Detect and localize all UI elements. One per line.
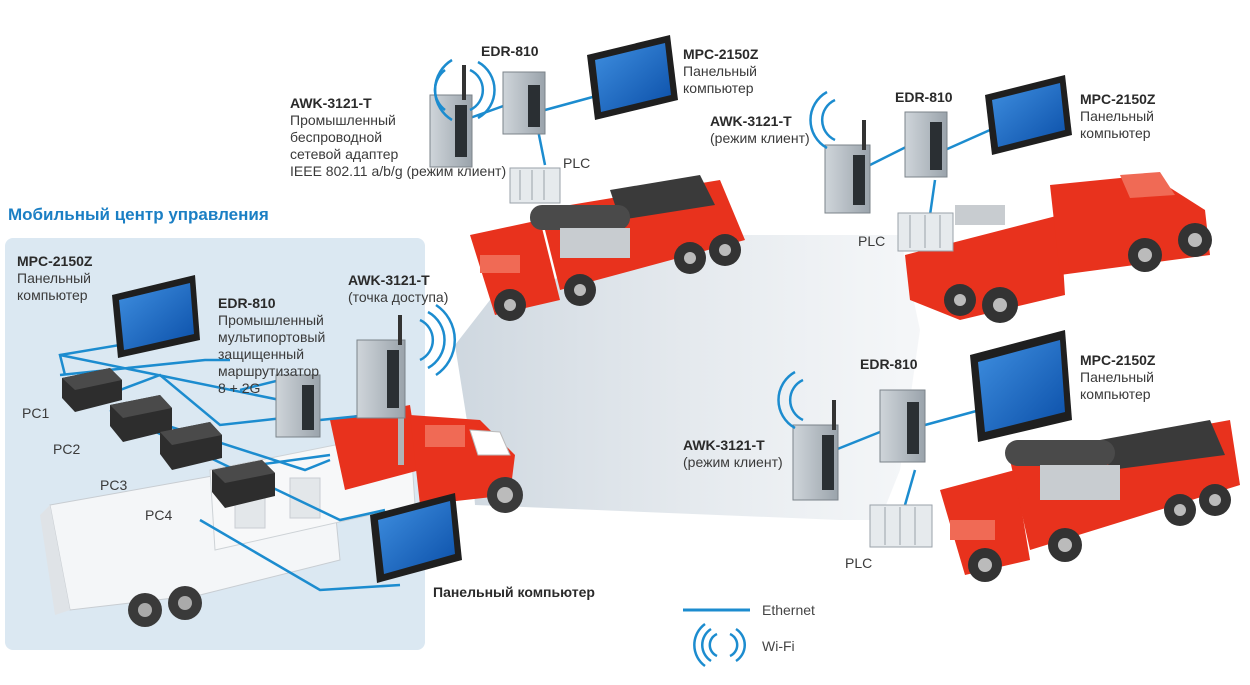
cc-awk-name: AWK-3121-T	[348, 272, 430, 288]
right-top-awk-device	[824, 120, 871, 214]
right-bottom-plc-device	[869, 504, 933, 548]
wifi-icon	[419, 303, 457, 377]
pc2-label: PC2	[53, 441, 81, 457]
top-site-plc-device	[509, 167, 561, 204]
top-site-plc-label: PLC	[563, 155, 591, 171]
right-bottom-edr-label: EDR-810	[860, 356, 918, 373]
right-bottom-awk-label: AWK-3121-T (режим клиент)	[683, 437, 783, 471]
cc-edr-desc-3: защищенный	[218, 346, 305, 362]
top-site-edr-device	[502, 71, 546, 135]
legend-wifi-icon	[693, 622, 746, 668]
right-bottom-edr-device	[879, 389, 926, 463]
ethernet-link	[903, 469, 917, 506]
pc2-box	[110, 395, 172, 442]
control-center-edr-device	[275, 374, 321, 438]
pc1-box	[62, 368, 122, 412]
top-site-mpc-name: MPC-2150Z	[683, 46, 759, 62]
pc3-label: PC3	[100, 477, 128, 493]
top-site-mpc-monitor	[587, 35, 678, 120]
cc-edr-label: EDR-810 Промышленный мультипортовый защи…	[218, 295, 325, 397]
cc-edr-desc-5: 8 + 2G	[218, 380, 261, 396]
right-top-mpc-desc-1: Панельный	[1080, 108, 1154, 124]
ethernet-link	[944, 128, 991, 152]
right-bottom-edr-name: EDR-810	[860, 356, 918, 372]
ethernet-link	[199, 518, 401, 592]
top-site-mpc-desc-1: Панельный	[683, 63, 757, 79]
legend-wifi-label: Wi-Fi	[762, 638, 795, 654]
truck-top	[470, 175, 745, 321]
truck-right-top	[905, 172, 1212, 323]
wifi-icon	[433, 58, 496, 122]
right-top-edr-device	[904, 111, 948, 178]
top-site-awk-desc-3: сетевой адаптер	[290, 146, 399, 162]
cc-mpc-name: MPC-2150Z	[17, 253, 93, 269]
ethernet-link	[869, 143, 911, 167]
right-bottom-mpc-label: MPC-2150Z Панельный компьютер	[1080, 352, 1155, 403]
pc4-label: PC4	[145, 507, 173, 523]
ethernet-link	[834, 428, 886, 452]
cc-mpc-desc-1: Панельный	[17, 270, 91, 286]
top-site-awk-desc-2: беспроводной	[290, 129, 383, 145]
pc3-box	[160, 422, 222, 470]
right-top-plc-device	[897, 212, 954, 252]
cc-panel-pc-label: Панельный компьютер	[433, 584, 595, 600]
right-top-plc-label: PLC	[858, 233, 886, 249]
ethernet-link	[119, 373, 311, 427]
ethernet-link	[544, 93, 601, 112]
right-top-mpc-monitor	[985, 75, 1072, 155]
control-center-panel-pc-monitor	[370, 493, 462, 583]
control-center-title: Мобильный центр управления	[8, 205, 269, 224]
cc-edr-desc-1: Промышленный	[218, 312, 324, 328]
top-site-edr-label: EDR-810	[481, 43, 539, 60]
right-top-edr-name: EDR-810	[895, 89, 953, 105]
pc1-label: PC1	[22, 405, 50, 421]
top-site-awk-desc-1: Промышленный	[290, 112, 396, 128]
right-bottom-mpc-desc-1: Панельный	[1080, 369, 1154, 385]
legend-ethernet-label: Ethernet	[762, 602, 815, 618]
control-center-mpc-monitor	[112, 275, 200, 358]
right-bottom-mpc-monitor	[970, 330, 1072, 442]
right-top-mpc-desc-2: компьютер	[1080, 125, 1151, 141]
right-top-edr-label: EDR-810	[895, 89, 953, 106]
right-bottom-mpc-desc-2: компьютер	[1080, 386, 1151, 402]
right-bottom-awk-desc: (режим клиент)	[683, 454, 783, 470]
cc-edr-desc-2: мультипортовый	[218, 329, 326, 345]
right-bottom-awk-device	[792, 400, 839, 501]
ethernet-link	[928, 179, 937, 216]
cc-mpc-label: MPC-2150Z Панельный компьютер	[17, 253, 92, 304]
top-site-awk-label: AWK-3121-T Промышленный беспроводной сет…	[290, 95, 506, 180]
truck-right-bottom	[940, 420, 1240, 582]
right-bottom-awk-name: AWK-3121-T	[683, 437, 765, 453]
top-site-awk-desc-4: IEEE 802.11 a/b/g (режим клиент)	[290, 163, 507, 179]
top-site-awk-name: AWK-3121-T	[290, 95, 372, 111]
cc-mpc-desc-2: компьютер	[17, 287, 88, 303]
top-site-mpc-desc-2: компьютер	[683, 80, 754, 96]
right-bottom-mpc-name: MPC-2150Z	[1080, 352, 1156, 368]
right-top-mpc-label: MPC-2150Z Панельный компьютер	[1080, 91, 1155, 142]
control-center-truck-cab	[330, 395, 523, 513]
cc-awk-label: AWK-3121-T (точка доступа)	[348, 272, 448, 306]
top-site-edr-name: EDR-810	[481, 43, 539, 59]
wifi-icon	[809, 90, 836, 150]
right-top-awk-desc: (режим клиент)	[710, 130, 810, 146]
top-site-mpc-label: MPC-2150Z Панельный компьютер	[683, 46, 758, 97]
right-top-awk-name: AWK-3121-T	[710, 113, 792, 129]
ethernet-link	[924, 408, 981, 427]
cc-awk-desc: (точка доступа)	[348, 289, 449, 305]
cc-edr-desc-4: маршрутизатор	[218, 363, 320, 379]
pc4-box	[212, 460, 275, 508]
control-center-awk-device	[356, 315, 406, 419]
right-top-mpc-name: MPC-2150Z	[1080, 91, 1156, 107]
ethernet-link	[536, 129, 547, 166]
right-top-awk-label: AWK-3121-T (режим клиент)	[710, 113, 810, 147]
cc-edr-name: EDR-810	[218, 295, 276, 311]
right-bottom-plc-label: PLC	[845, 555, 873, 571]
wifi-icon	[777, 370, 804, 430]
top-site-awk-device	[429, 65, 473, 168]
